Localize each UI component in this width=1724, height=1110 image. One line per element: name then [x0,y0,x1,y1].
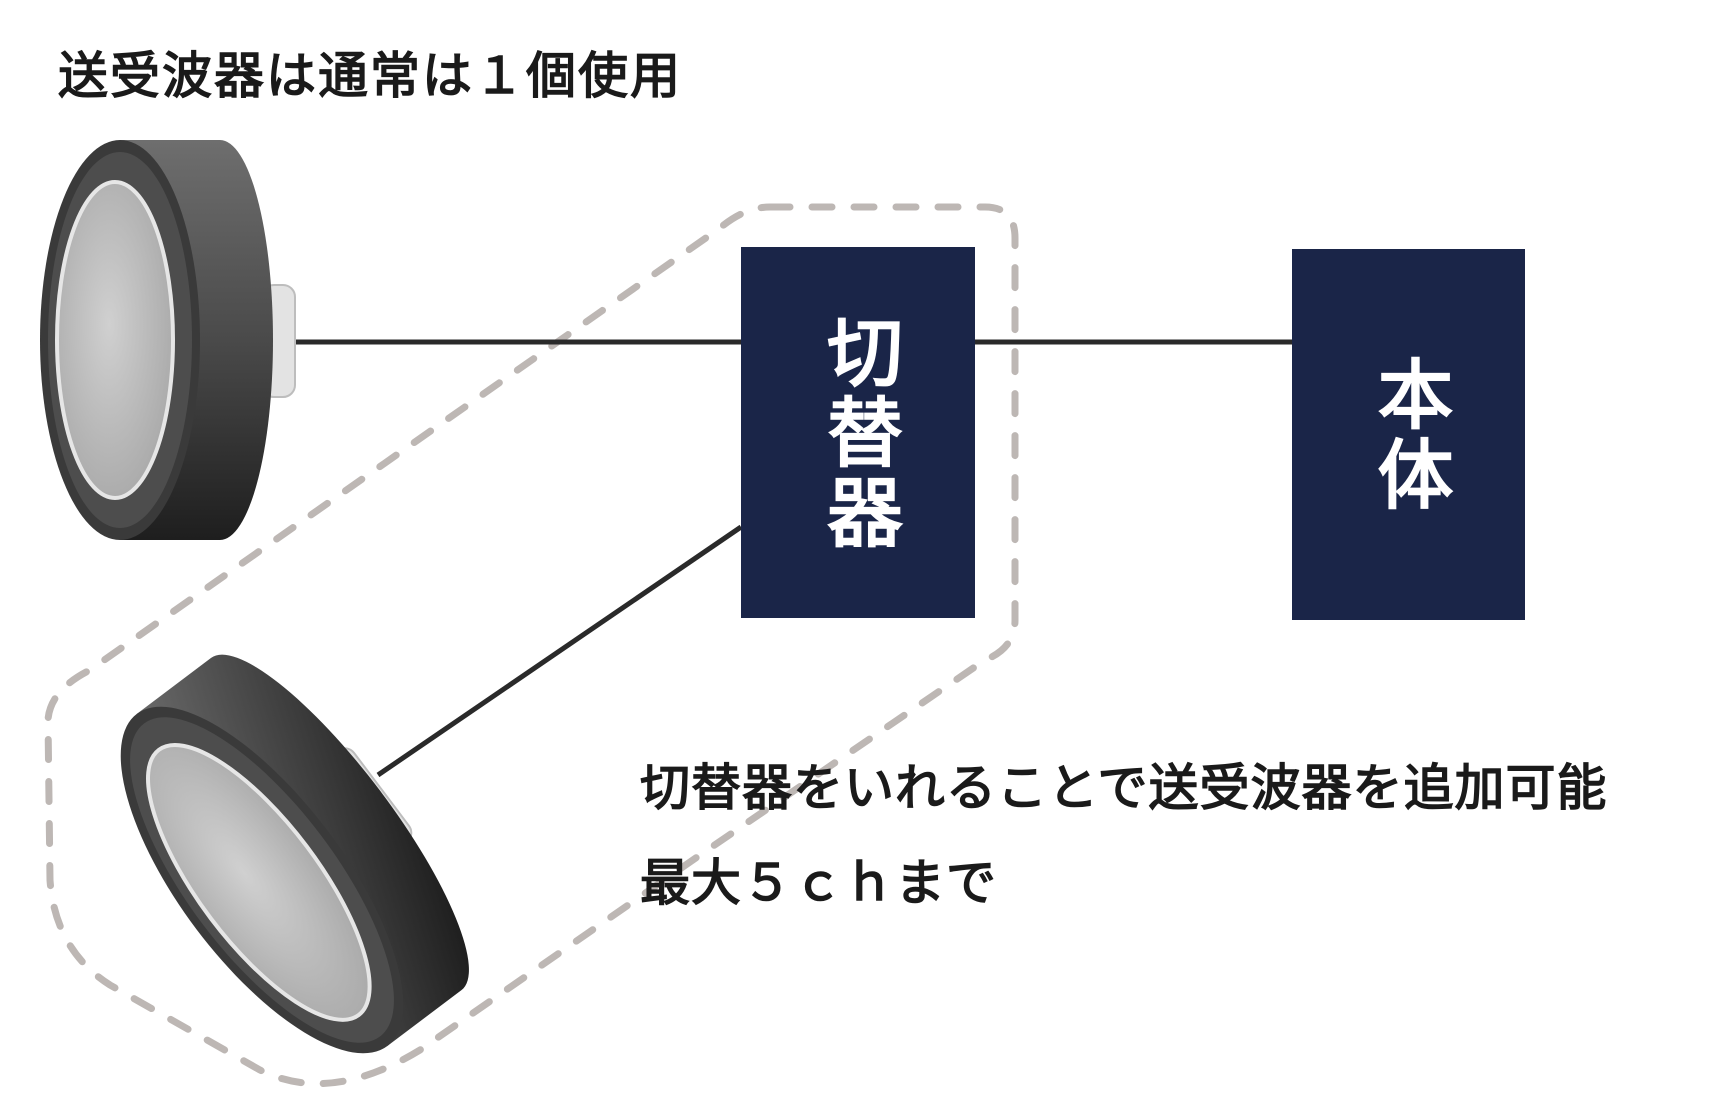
transducer-top-face [55,180,175,500]
switcher-label: 切替器 [814,312,903,553]
transducer-top [40,140,296,540]
dashed-group-outline [44,203,1019,1088]
main-unit-box: 本体 [1292,249,1525,620]
switcher-box: 切替器 [741,247,975,618]
main-unit-label: 本体 [1364,354,1454,515]
caption-note-line1: 切替器をいれることで送受波器を追加可能 [640,759,1608,817]
transducer-bottom [120,654,469,1054]
transducer-bottom-face [146,743,372,1022]
cable-bottom-transducer-to-switcher [376,524,743,778]
caption-top: 送受波器は通常は１個使用 [58,47,682,105]
caption-note-line2: 最大５ｃｈまで [640,854,997,912]
